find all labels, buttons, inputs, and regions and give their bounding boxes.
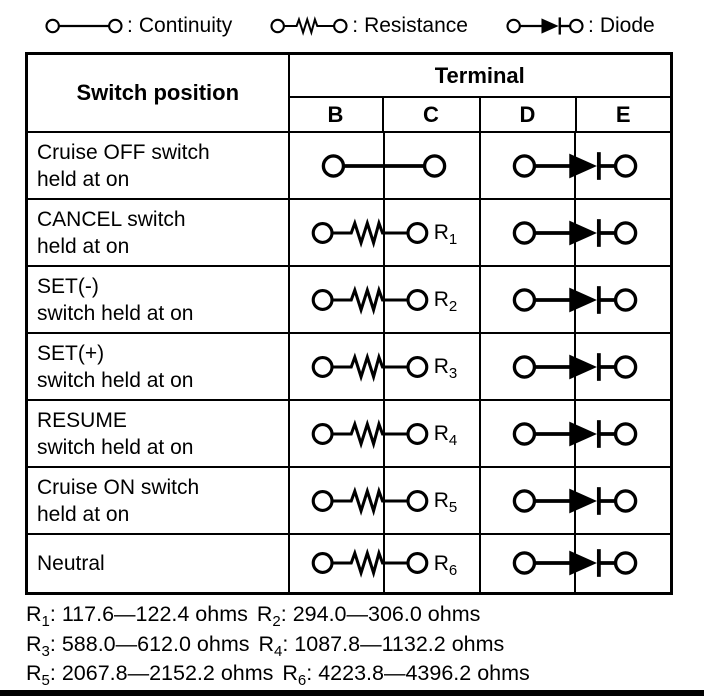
continuity-symbol-icon	[45, 18, 123, 34]
resistor-value-notes: R1: 117.6—122.4 ohms R2: 294.0—306.0 ohm…	[26, 600, 530, 689]
resistor-range: R1: 117.6—122.4 ohms	[26, 602, 248, 631]
switch-label-line1: Neutral	[37, 551, 105, 575]
terminal-de-cell	[478, 131, 673, 200]
resistance-symbol-icon	[311, 489, 429, 512]
table-row-cruise-on: Cruise ON switch held at on R5	[25, 466, 673, 535]
resistance-symbol-icon	[311, 355, 429, 378]
resistor-note-line: R1: 117.6—122.4 ohms R2: 294.0—306.0 ohm…	[26, 600, 530, 630]
legend-colon: :	[127, 14, 133, 37]
switch-label-line1: Cruise ON switch	[37, 475, 200, 499]
terminal-c-header: C	[381, 96, 481, 133]
switch-position-cell: CANCEL switch held at on	[25, 198, 290, 267]
resistance-symbol-icon	[270, 18, 348, 34]
switch-label-line2: held at on	[37, 167, 130, 191]
terminal-bc-cell	[287, 131, 481, 200]
resistance-symbol-icon	[311, 288, 429, 311]
legend-item-diode: : Diode	[505, 13, 655, 39]
terminal-bc-cell: R6	[287, 533, 481, 594]
resistor-range: R6: 4223.8—4396.2 ohms	[282, 661, 530, 690]
terminal-de-cell	[478, 265, 673, 334]
resistor-note-line: R5: 2067.8—2152.2 ohms R6: 4223.8—4396.2…	[26, 659, 530, 689]
switch-label-line2: switch held at on	[37, 368, 194, 392]
terminal-bc-cell: R3	[287, 332, 481, 401]
switch-label-line2: switch held at on	[37, 301, 194, 325]
legend-label-continuity: Continuity	[138, 14, 233, 37]
legend-item-continuity: : Continuity	[44, 13, 232, 39]
switch-label-line2: switch held at on	[37, 435, 194, 459]
diode-symbol-icon	[512, 484, 638, 517]
resistor-note-line: R3: 588.0—612.0 ohms R4: 1087.8—1132.2 o…	[26, 630, 530, 660]
legend-colon: :	[352, 14, 359, 37]
header-row-terminal: Switch position Terminal	[25, 52, 673, 133]
switch-label-line2: held at on	[37, 502, 130, 526]
resistance-symbol-icon	[311, 221, 429, 244]
resistor-range: R2: 294.0—306.0 ohms	[256, 602, 481, 631]
resistor-label: R3	[433, 355, 458, 383]
terminal-bc-cell: R1	[287, 198, 481, 267]
diode-symbol-icon	[512, 283, 638, 316]
terminal-de-cell	[478, 533, 673, 594]
switch-label-line1: SET(-)	[37, 274, 99, 298]
terminal-bc-cell: R2	[287, 265, 481, 334]
terminal-header: Terminal	[287, 52, 673, 98]
resistor-label: R1	[433, 221, 458, 249]
header-row-columns: B C D E	[27, 96, 673, 133]
switch-position-cell: SET(-) switch held at on	[25, 265, 290, 334]
table-row-resume: RESUME switch held at on R4	[25, 399, 673, 468]
switch-position-cell: RESUME switch held at on	[25, 399, 290, 468]
terminal-de-cell	[478, 466, 673, 535]
switch-position-cell: Neutral	[25, 533, 290, 594]
resistor-range: R4: 1087.8—1132.2 ohms	[258, 631, 505, 660]
table-row-cruise-off: Cruise OFF switch held at on	[25, 131, 673, 200]
table-row-cancel: CANCEL switch held at on R1	[25, 198, 673, 267]
resistor-label: R5	[433, 489, 458, 517]
switch-label-line1: Cruise OFF switch	[37, 140, 210, 164]
legend-item-resistance: : Resistance	[269, 13, 468, 39]
continuity-symbol-icon	[321, 153, 447, 178]
terminal-bc-cell: R4	[287, 399, 481, 468]
diode-symbol-icon	[512, 216, 638, 249]
switch-position-cell: Cruise OFF switch held at on	[25, 131, 290, 200]
terminal-d-header: D	[478, 96, 577, 133]
switch-position-cell: Cruise ON switch held at on	[25, 466, 290, 535]
switch-position-header: Switch position	[25, 52, 290, 133]
switch-terminal-table: Switch position Terminal B C D E Cruise …	[25, 52, 673, 595]
terminal-de-cell	[478, 399, 673, 468]
resistor-label: R6	[433, 551, 458, 579]
resistor-range: R5: 2067.8—2152.2 ohms	[26, 661, 274, 690]
table-row-set-minus: SET(-) switch held at on R2	[25, 265, 673, 334]
terminal-de-cell	[478, 332, 673, 401]
legend-label-resistance: Resistance	[364, 14, 468, 37]
table-row-neutral: Neutral R6	[25, 533, 673, 594]
legend-colon: :	[587, 14, 594, 37]
terminal-bc-cell: R5	[287, 466, 481, 535]
diode-symbol-icon	[512, 417, 638, 450]
page-edge-scan-bar	[0, 690, 704, 696]
switch-label-line1: SET(+)	[37, 341, 105, 365]
terminal-de-cell	[478, 198, 673, 267]
resistor-label: R2	[433, 288, 458, 316]
resistor-label: R4	[433, 422, 458, 450]
resistance-symbol-icon	[311, 551, 429, 575]
diode-symbol-icon	[512, 350, 638, 383]
diode-symbol-icon	[506, 16, 584, 36]
switch-position-cell: SET(+) switch held at on	[25, 332, 290, 401]
switch-label-line2: held at on	[37, 234, 130, 258]
terminal-b-header: B	[287, 96, 384, 133]
symbol-legend: : Continuity : Resistance : Diode	[44, 13, 655, 39]
resistor-range: R3: 588.0—612.0 ohms	[26, 631, 250, 660]
diode-symbol-icon	[512, 149, 638, 182]
switch-label-line1: RESUME	[37, 408, 127, 432]
terminal-e-header: E	[574, 96, 673, 133]
switch-label-line1: CANCEL switch	[37, 207, 186, 231]
resistance-symbol-icon	[311, 422, 429, 445]
table-row-set-plus: SET(+) switch held at on R3	[25, 332, 673, 401]
legend-label-diode: Diode	[599, 14, 655, 37]
diode-symbol-icon	[512, 547, 638, 579]
